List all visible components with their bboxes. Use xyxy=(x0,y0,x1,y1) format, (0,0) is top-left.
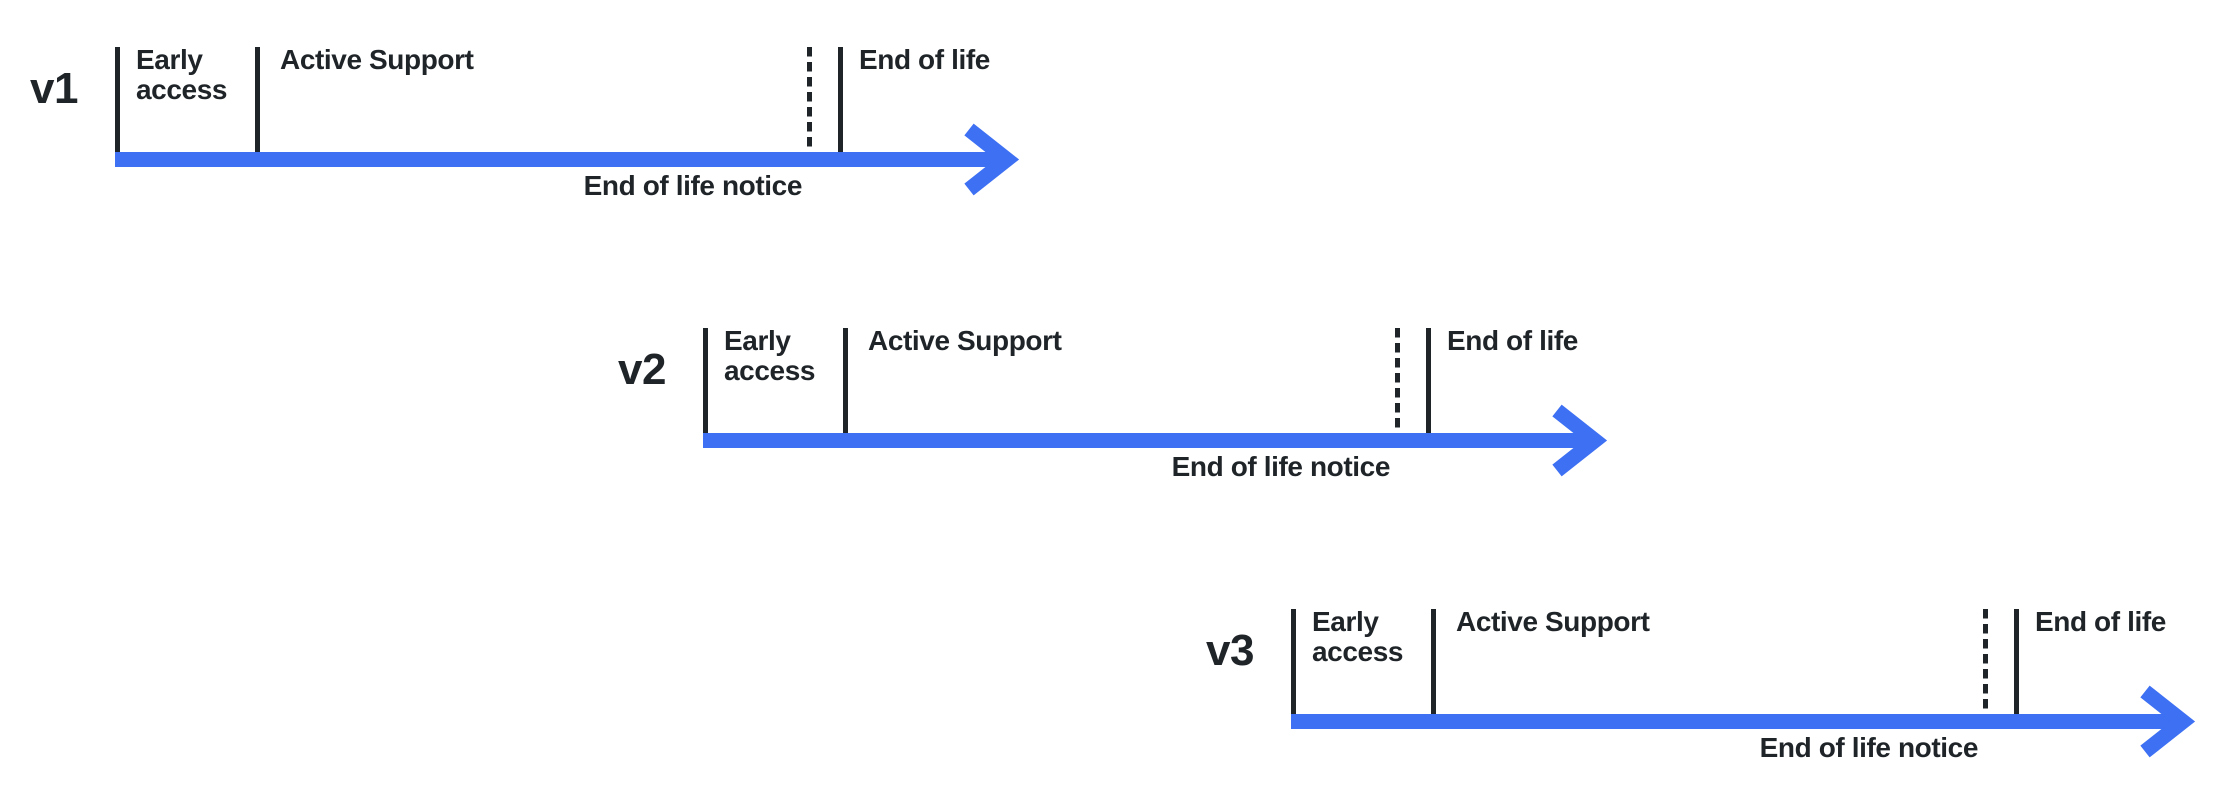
early-access-label: Early access xyxy=(1312,606,1404,667)
end-of-life-notice-label: End of life notice xyxy=(583,170,803,201)
end-of-life-label: End of life xyxy=(2035,606,2166,637)
end-of-life-start-tick xyxy=(838,47,843,153)
end-of-life-notice-dashed-tick xyxy=(1983,609,1988,713)
timeline-row-v3: v3 Early access Active Support End of li… xyxy=(1206,602,2216,802)
timeline-arrow-icon xyxy=(115,123,1020,196)
active-support-start-tick xyxy=(255,47,260,153)
active-support-label: Active Support xyxy=(280,44,474,75)
version-label: v3 xyxy=(1206,626,1254,675)
end-of-life-notice-label: End of life notice xyxy=(1171,451,1391,482)
active-support-label: Active Support xyxy=(868,325,1062,356)
version-label: v1 xyxy=(30,64,78,113)
early-access-start-tick xyxy=(702,328,708,434)
active-support-start-tick xyxy=(843,328,848,434)
timeline-arrow-icon xyxy=(703,404,1608,477)
version-label: v2 xyxy=(618,345,666,394)
end-of-life-start-tick xyxy=(1426,328,1431,434)
early-access-label: Early access xyxy=(136,44,228,105)
timeline-row-v1: v1 Early access Active Support End of li… xyxy=(30,40,1040,240)
end-of-life-label: End of life xyxy=(1447,325,1578,356)
timeline-row-v2: v2 Early access Active Support End of li… xyxy=(618,321,1628,521)
active-support-start-tick xyxy=(1431,609,1436,715)
early-access-start-tick xyxy=(1290,609,1296,715)
end-of-life-notice-dashed-tick xyxy=(807,47,812,151)
end-of-life-notice-label: End of life notice xyxy=(1759,732,1979,763)
active-support-label: Active Support xyxy=(1456,606,1650,637)
early-access-label: Early access xyxy=(724,325,816,386)
end-of-life-start-tick xyxy=(2014,609,2019,715)
end-of-life-notice-dashed-tick xyxy=(1395,328,1400,432)
early-access-start-tick xyxy=(114,47,120,153)
end-of-life-label: End of life xyxy=(859,44,990,75)
timeline-arrow-icon xyxy=(1291,685,2196,758)
